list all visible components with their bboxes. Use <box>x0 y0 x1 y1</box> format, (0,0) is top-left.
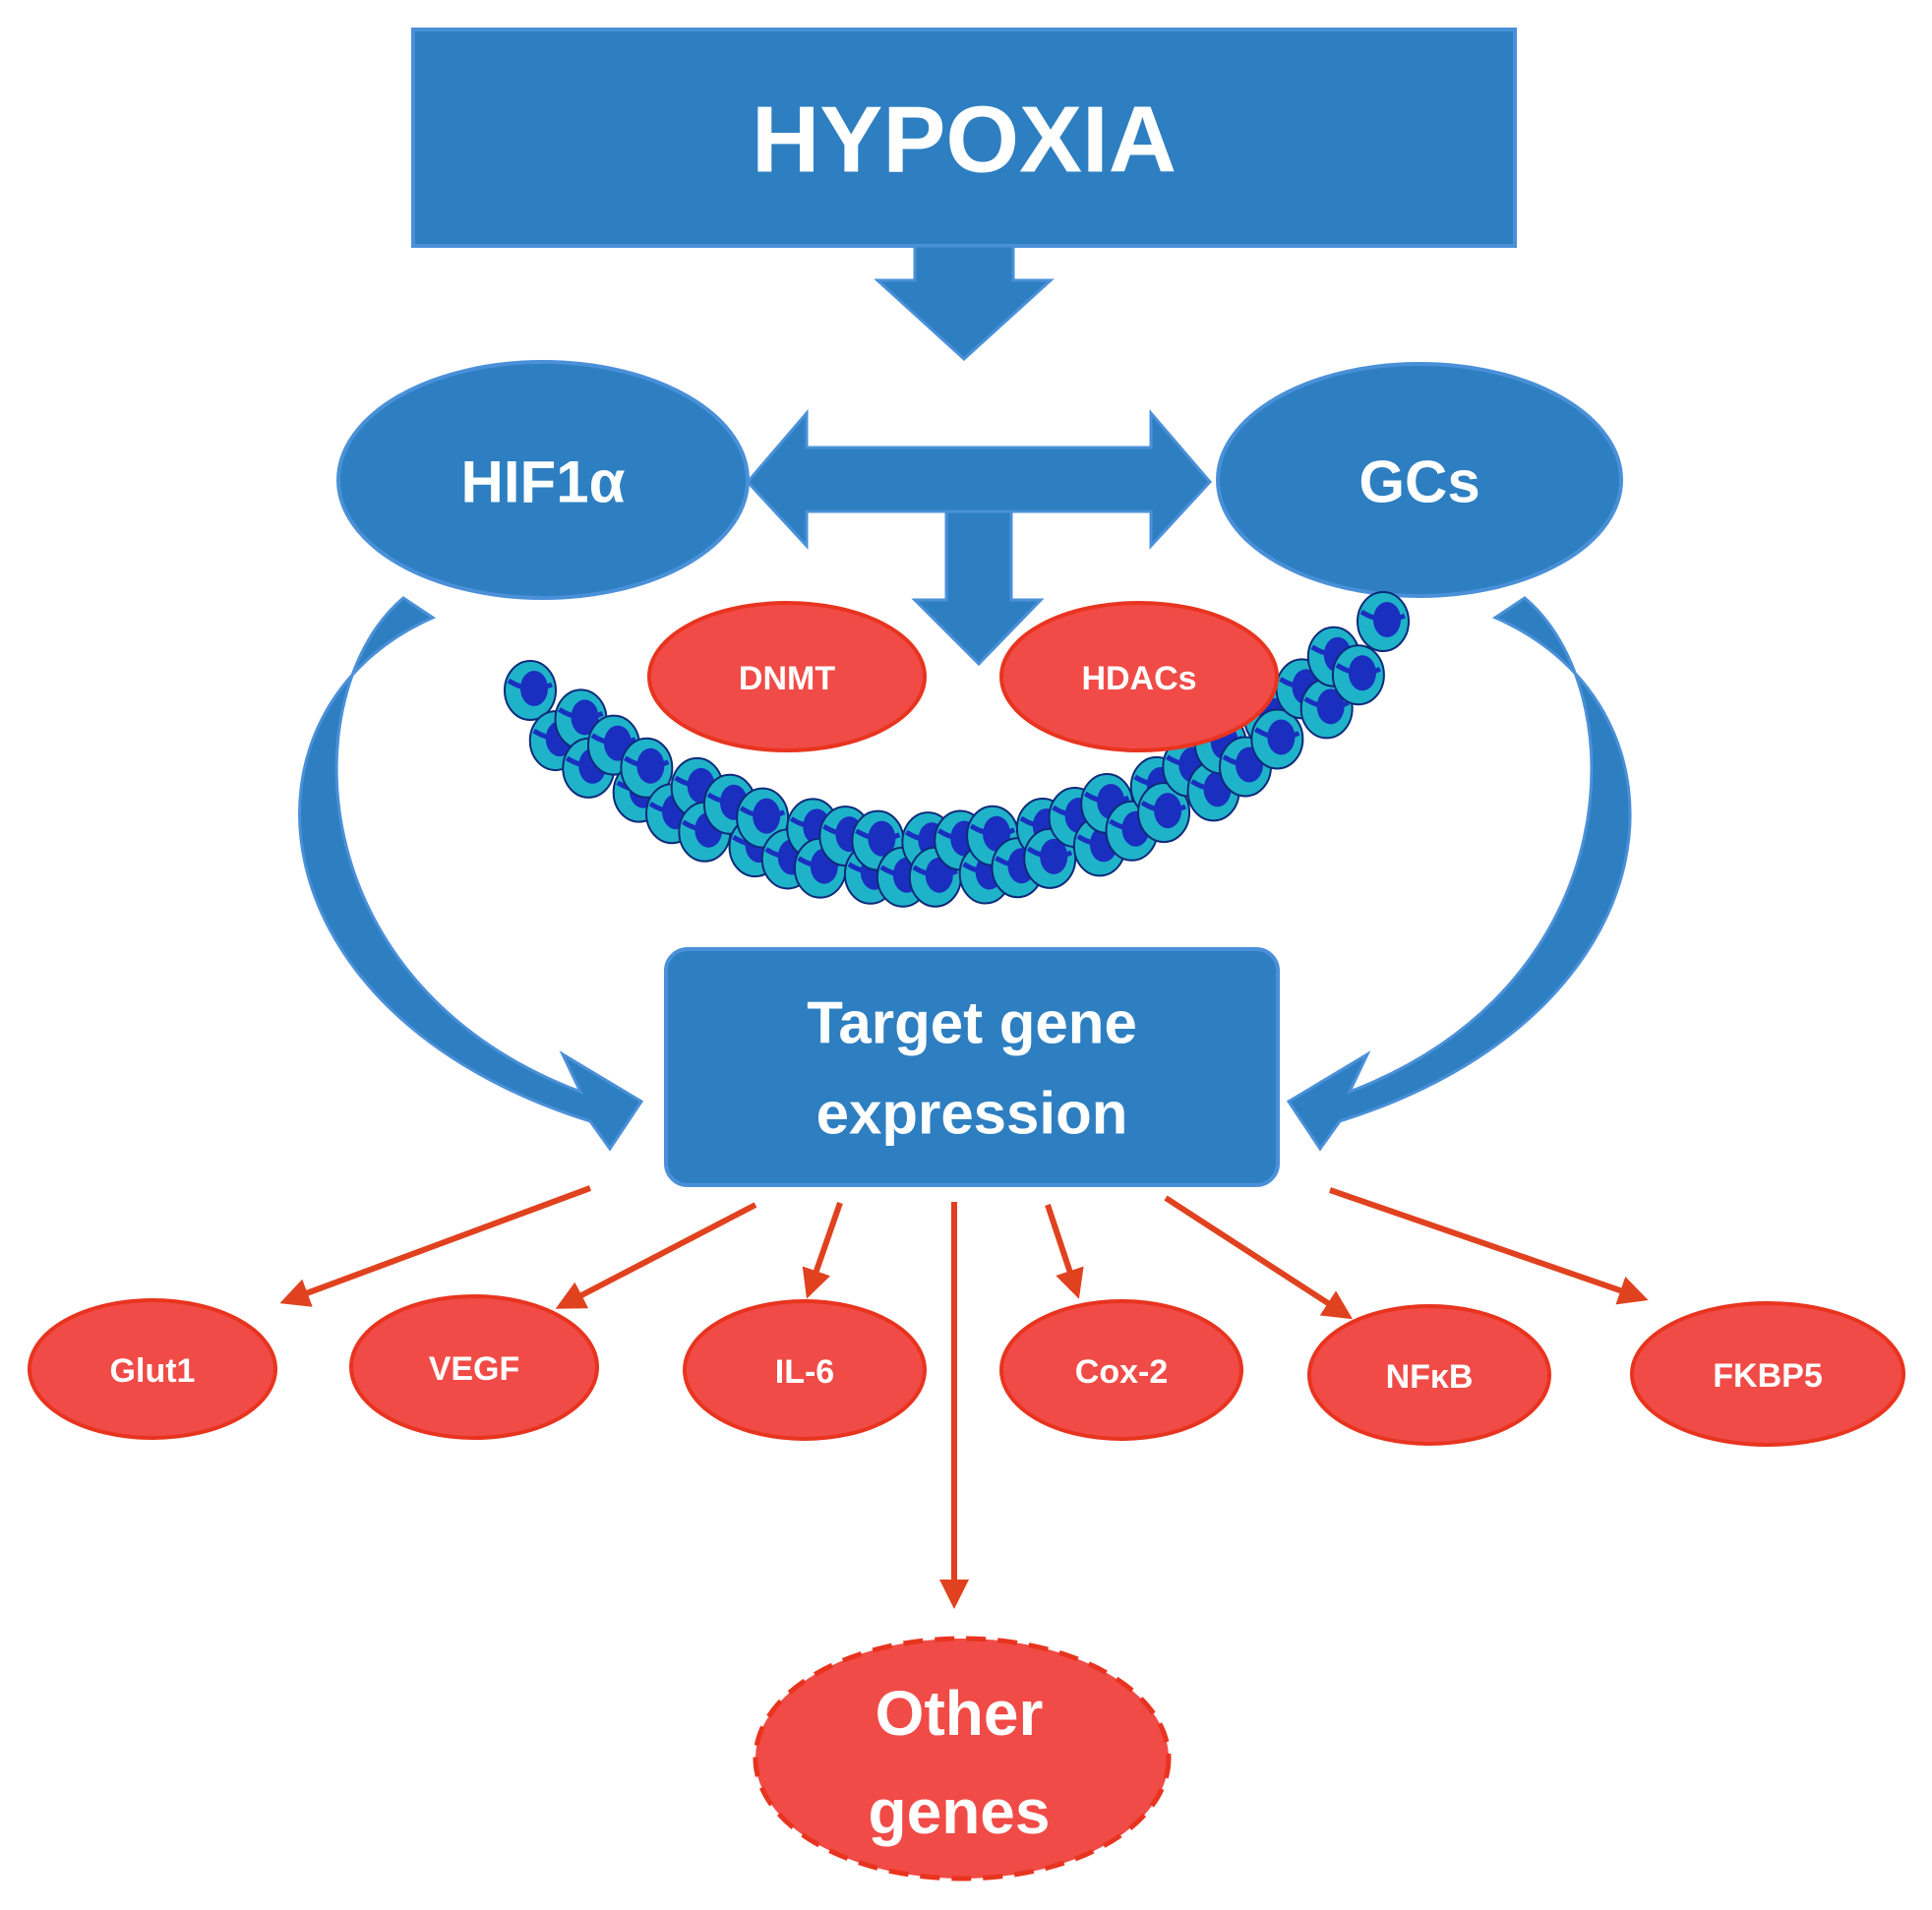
arrow-to-il6 <box>802 1202 843 1299</box>
gene-label: Cox-2 <box>1075 1353 1168 1391</box>
dna-wrap <box>624 755 670 769</box>
dna-wrap <box>1303 696 1350 710</box>
dna-wrap <box>1359 609 1407 623</box>
gene-label: FKBP5 <box>1713 1357 1822 1395</box>
hdacs-label: HDACs <box>1081 660 1196 697</box>
gene-arrows <box>279 1185 1649 1609</box>
dna-wrap <box>912 865 958 878</box>
hdacs-node: HDACs <box>999 601 1279 752</box>
dna-wrap <box>1083 791 1130 805</box>
other-genes-node: Other genes <box>753 1636 1172 1881</box>
gene-vegf: VEGF <box>349 1294 599 1440</box>
target-label-line2: expression <box>816 1081 1128 1147</box>
dnmt-label: DNMT <box>739 660 835 697</box>
gcs-node: GCs <box>1216 362 1623 598</box>
gene-il6: IL-6 <box>683 1299 927 1441</box>
target-gene-box: Target gene expression <box>664 947 1280 1187</box>
double-arrow-icon <box>745 408 1213 667</box>
gene-cox2: Cox-2 <box>999 1299 1243 1441</box>
arrow-to-cox2 <box>1045 1204 1084 1299</box>
target-label-line1: Target gene <box>807 990 1137 1056</box>
gene-label: VEGF <box>429 1350 520 1388</box>
dnmt-node: DNMT <box>647 601 927 752</box>
arrow-to-fkbp5 <box>1329 1187 1649 1305</box>
gene-label: Glut1 <box>110 1352 196 1390</box>
other-label-line2: genes <box>869 1776 1051 1847</box>
arrow-to-vegf <box>555 1202 757 1309</box>
arrow-to-glut1 <box>279 1185 592 1307</box>
other-label-line1: Other <box>875 1678 1044 1749</box>
dna-wrap <box>590 733 637 746</box>
right-curved-arrow-icon <box>1286 596 1632 1152</box>
gene-nfkb: NFκB <box>1307 1304 1551 1446</box>
hypoxia-box: HYPOXIA <box>411 28 1517 362</box>
dna-wrap <box>1026 846 1073 860</box>
dna-wrap <box>558 707 604 720</box>
dna-wrap <box>1335 663 1381 676</box>
gene-fkbp5: FKBP5 <box>1630 1301 1905 1447</box>
gene-label: NFκB <box>1386 1358 1474 1396</box>
hypoxia-label: HYPOXIA <box>752 88 1177 193</box>
dna-wrap <box>739 806 786 819</box>
hif1a-label: HIF1α <box>461 449 626 515</box>
dna-wrap <box>969 823 1016 837</box>
dna-wrap <box>507 678 554 691</box>
gene-glut1: Glut1 <box>28 1298 277 1440</box>
hif1a-node: HIF1α <box>336 360 750 600</box>
dna-wrap <box>1254 727 1300 741</box>
gcs-label: GCs <box>1358 449 1479 515</box>
stem-arrow-icon <box>911 509 1045 667</box>
down-arrow-icon <box>874 244 1055 362</box>
dna-wrap <box>1140 800 1187 813</box>
gene-label: IL-6 <box>775 1353 834 1391</box>
arrow-to-nfkb <box>1164 1195 1354 1320</box>
left-curved-arrow-icon <box>298 596 644 1152</box>
dna-wrap <box>855 828 901 842</box>
